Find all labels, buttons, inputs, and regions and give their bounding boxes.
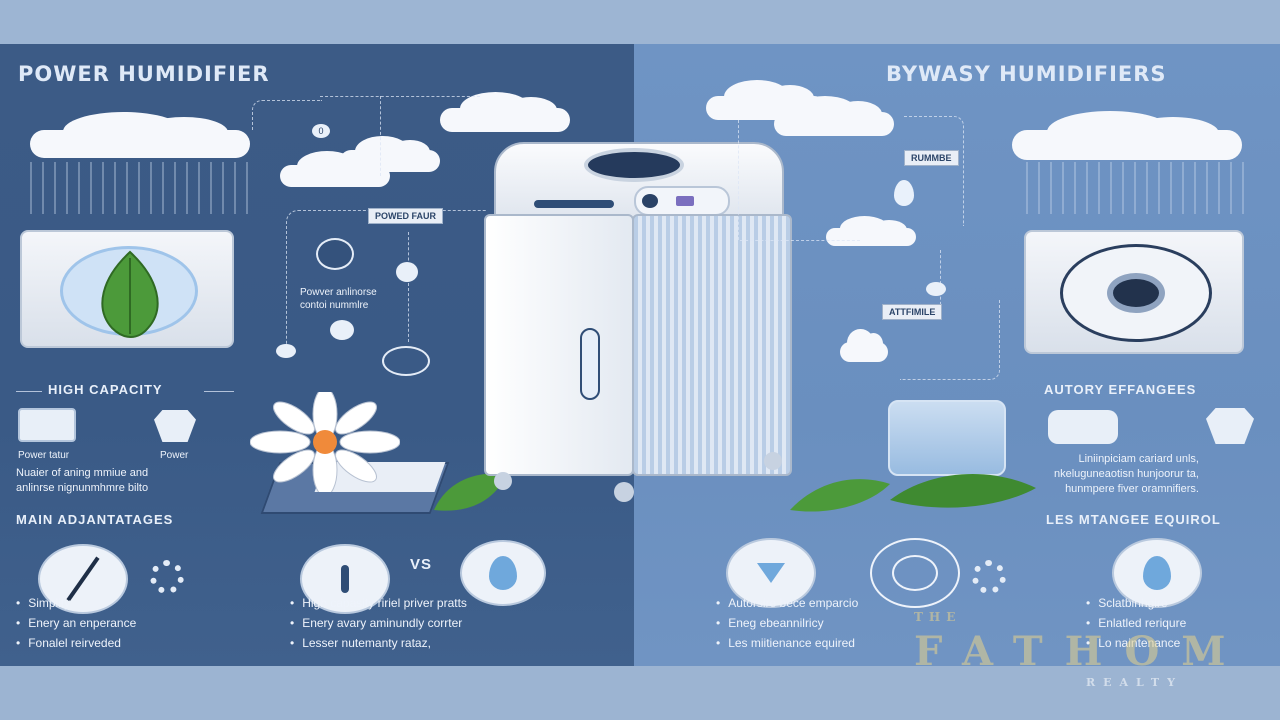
right-bullet: Sclatbinhgire [1086,596,1167,610]
connector-line [940,250,941,310]
wheel [494,472,512,490]
right-tag: RUMMBE [904,150,959,166]
filter-grille [632,214,792,476]
rain-icon [1026,162,1246,214]
dial-icon [382,346,430,376]
wheel [764,452,782,470]
rain-icon [30,162,250,214]
timer-icon [870,538,960,608]
leaf-icon [434,473,506,511]
left-bullet: Fonalel reirveded [16,636,121,650]
left-title: POWER HUMIDIFIER [18,62,270,86]
filter-icon [154,410,196,442]
left-section-2: MAIN ADJANTATAGES [16,512,174,527]
left-bullet: Enery an enperance [16,616,136,630]
watermark-line2: FATHOM [914,628,1248,675]
water-drop-icon [460,540,546,606]
right-bullet: Lo naintenance [1086,636,1180,650]
connector-line [738,120,739,240]
watermark-line3: REALTY [1086,676,1183,689]
right-title: BYWASY HUMIDIFIERS [886,62,1167,86]
node-icon: 0 [312,124,330,138]
left-section-1: HIGH CAPACITY [48,382,163,397]
right-mid-bullet: Eneg ebeannilricy [716,616,823,630]
cloud-icon [826,216,916,246]
connector-line [252,100,322,130]
wheel [614,482,634,502]
vent-slot [534,200,614,208]
drop-icon [894,180,914,206]
leaf-icon [101,250,159,338]
vs-label: VS [410,556,433,573]
cloud-icon [774,96,894,136]
connector-line [904,116,964,226]
right-mid-bullet: Autorsire bece emparcio [716,596,858,610]
drop-icon [276,344,296,358]
connector-line [320,96,480,97]
connector-line [740,240,860,241]
gear-icon [150,560,184,594]
filter-icon [1206,408,1254,444]
cloud-icon [340,135,440,172]
water-tank-icon [888,400,1006,476]
mid-bullet: Lesser nutemanty rataz, [290,636,431,650]
left-annotation: Powver anlinorse contoi nummlre [300,287,377,311]
right-section-1: AUTORY EFFANGEES [1044,382,1197,397]
left-tag: POWED FAUR [368,208,444,224]
connector-line [286,210,486,350]
gauge-icon [316,238,354,270]
fan-icon [1060,244,1212,342]
device-icon [1048,410,1118,444]
right-mid-bullet: Les miitienance equired [716,636,855,650]
humidifier-device [20,230,234,348]
device-side [484,214,634,476]
right-tag: ATTFIMILE [882,304,943,320]
power-icon [18,408,76,442]
connector-line [900,300,1000,380]
node-icon [396,262,418,282]
center-humidifier [484,142,796,502]
divider [204,391,234,392]
left-bullet: Simplity [16,596,70,610]
node-icon [330,320,354,340]
connector-line [380,96,381,176]
bottom-strip [0,666,1280,720]
gear-icon [972,560,1006,594]
right-bullet: Enlatled reriqure [1086,616,1186,630]
cloud-icon [30,111,250,158]
node-icon [926,282,946,296]
flower-icon [250,392,400,492]
mini-label: Power [160,450,189,461]
fan-icon [584,148,684,182]
mini-label: Power tatur [18,450,70,461]
left-description: Nuaier of aning mmiue and anlinrse nignu… [16,467,149,494]
cloud-icon [840,329,888,362]
mid-bullet: Enery avary aminundly corrter [290,616,462,630]
leaves-icon [790,474,1036,512]
right-description: Liniinpiciam cariard unls, nkeluguneaoti… [1054,453,1199,495]
divider [16,391,42,392]
watermark-line1: THE [914,610,962,624]
mid-bullet: High capasity ririel priver pratts [290,596,467,610]
cloud-icon [1012,110,1242,160]
control-panel [634,186,730,216]
cloud-icon [440,92,570,132]
humidifier-device [1024,230,1244,354]
right-section-2: LES MTANGEE EQUIROL [1046,512,1221,527]
connector-line [408,232,409,342]
